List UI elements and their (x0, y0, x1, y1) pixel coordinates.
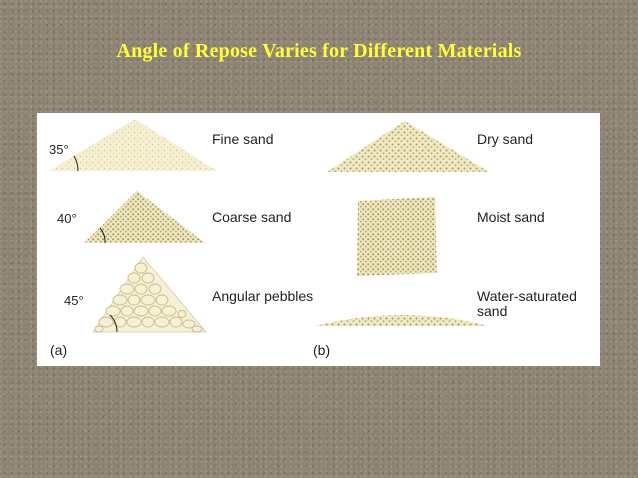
material-label-moist-sand: Moist sand (477, 209, 545, 225)
angle-label-angular-pebbles: 45° (64, 293, 84, 308)
material-label-dry-sand: Dry sand (477, 131, 534, 147)
dry-sand-pile (327, 121, 489, 172)
material-label-coarse-sand: Coarse sand (212, 209, 292, 225)
slide-title: Angle of Repose Varies for Different Mat… (116, 40, 522, 62)
material-label-water-saturated-sand: Water-saturated sand (477, 288, 577, 319)
material-label-angular-pebbles: Angular pebbles (212, 288, 314, 304)
panel-label-b: (b) (313, 342, 331, 358)
figure-graphics (49, 119, 489, 333)
water-saturated-sand-mound (315, 315, 489, 326)
angle-label-coarse-sand: 40° (57, 211, 77, 226)
material-label-fine-sand: Fine sand (212, 131, 274, 147)
moist-sand-block (357, 197, 437, 276)
angular-pebbles-pile (92, 256, 207, 333)
figure-panel: 35° Fine sand 40° Coarse sand 45° Angula… (37, 113, 600, 366)
fine-sand-pile (49, 119, 217, 172)
angle-label-fine-sand: 35° (49, 142, 69, 157)
panel-label-a: (a) (50, 342, 68, 358)
coarse-sand-pile (84, 191, 205, 244)
